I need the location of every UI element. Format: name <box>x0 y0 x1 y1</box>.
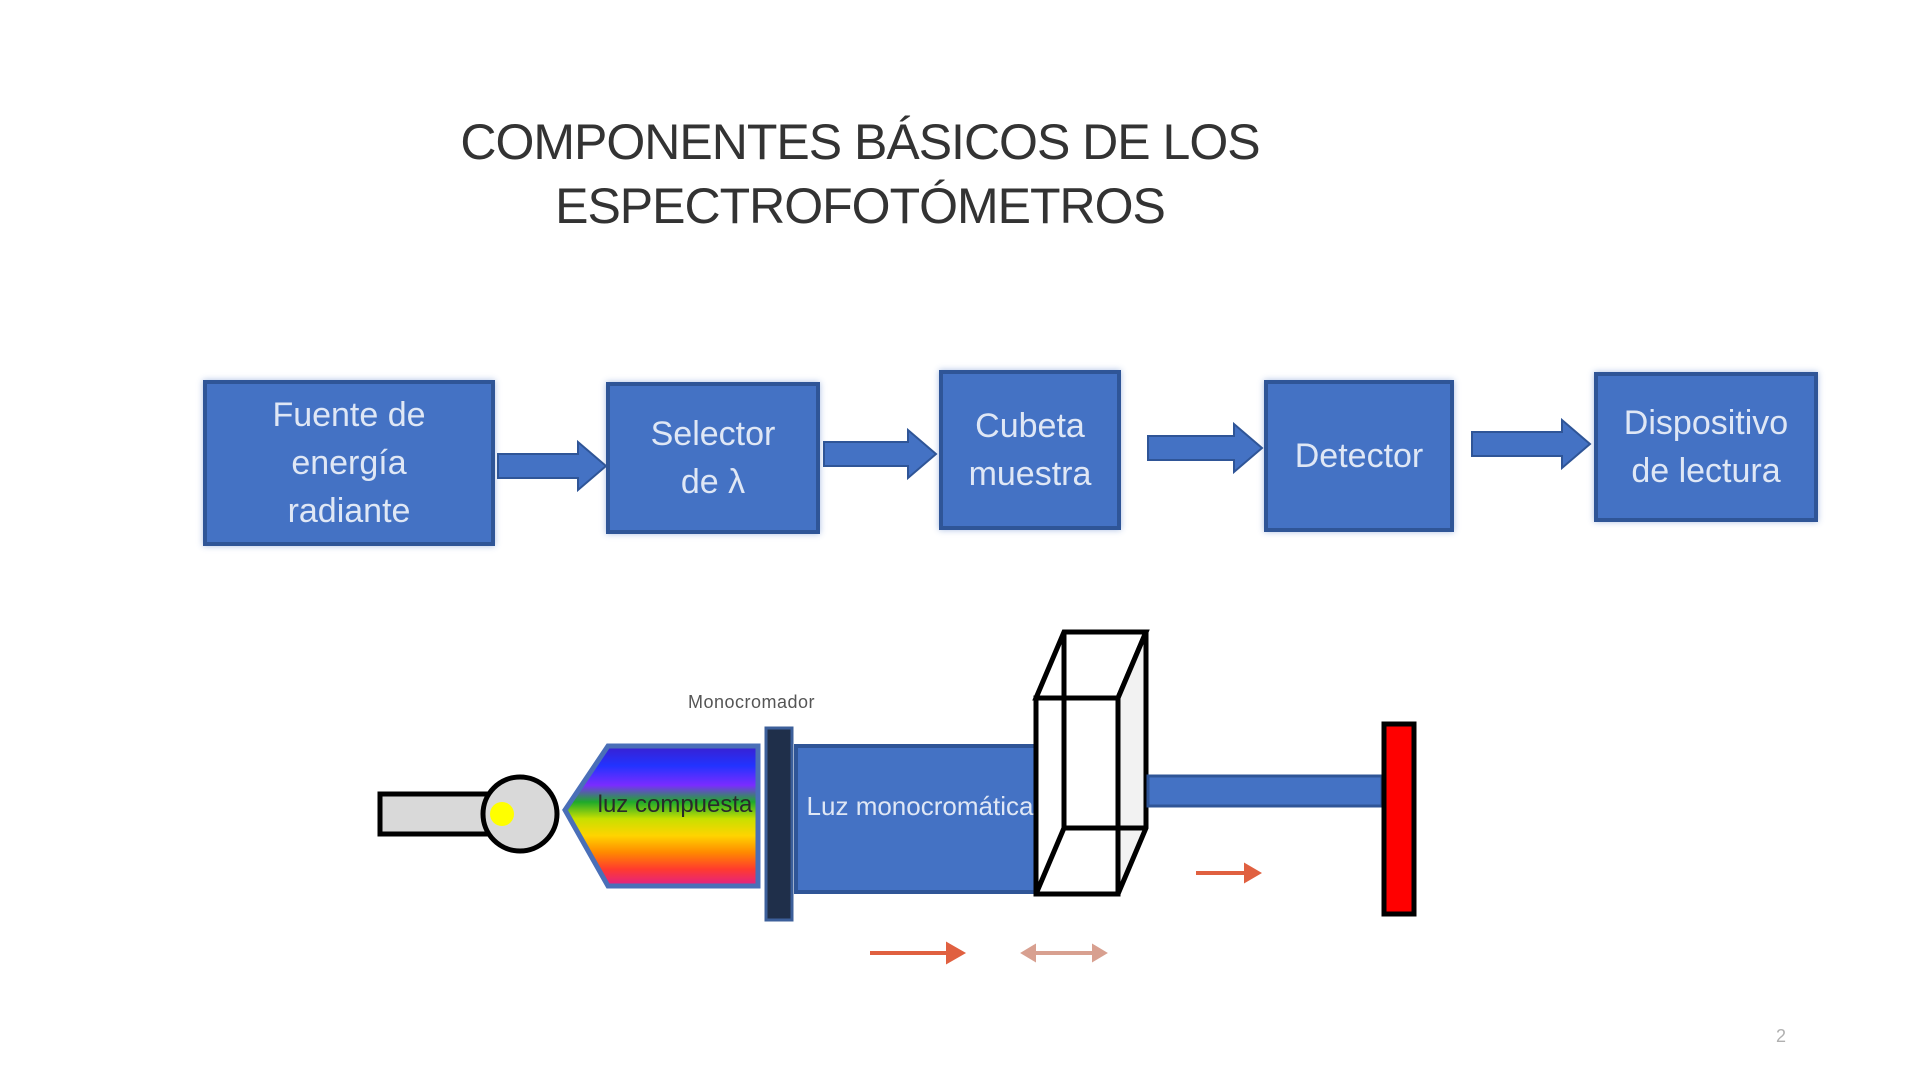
box-selector-lambda-label: Selector de λ <box>650 415 776 501</box>
flow-arrow-1 <box>497 439 608 493</box>
flow-arrow-3 <box>1147 421 1264 475</box>
monochromatic-light-label: Luz monocromática <box>806 791 1034 821</box>
page-title: COMPONENTES BÁSICOS DE LOS ESPECTROFOTÓM… <box>430 110 1290 238</box>
small-arrow-transmitted <box>1196 862 1262 884</box>
box-cubeta-muestra: Cubeta muestra <box>939 370 1121 530</box>
polychromatic-beam <box>562 743 761 889</box>
monochromatic-beam <box>794 744 1038 894</box>
box-detector-label: Detector <box>1294 437 1424 475</box>
box-selector-lambda: Selector de λ <box>606 382 820 534</box>
monochromator-label: Monocromador <box>688 692 816 712</box>
small-arrow-cuvette <box>1020 943 1108 963</box>
small-arrow-mono <box>870 941 967 965</box>
cuvette <box>1032 629 1150 897</box>
page-number: 2 <box>1776 1026 1787 1046</box>
box-cubeta-muestra-label: Cubeta muestra <box>968 407 1092 493</box>
box-fuente-energia: Fuente de energía radiante <box>203 380 495 546</box>
lamp-base <box>377 791 495 837</box>
transmitted-beam <box>1146 774 1384 808</box>
spectrum-label: luz compuesta <box>597 791 753 818</box>
title-line-1: COMPONENTES BÁSICOS DE LOS <box>460 114 1260 170</box>
lamp-bulb <box>480 774 560 854</box>
box-dispositivo-lectura-label: Dispositivo de lectura <box>1623 404 1789 490</box>
box-dispositivo-lectura: Dispositivo de lectura <box>1594 372 1818 522</box>
flow-arrow-4 <box>1471 417 1592 471</box>
box-detector: Detector <box>1264 380 1454 532</box>
title-line-2: ESPECTROFOTÓMETROS <box>555 178 1166 234</box>
flow-arrow-2 <box>823 427 938 481</box>
detector-plate <box>1381 721 1417 917</box>
lamp-filament <box>490 802 514 826</box>
monochromator-slit <box>764 726 794 922</box>
box-fuente-energia-label: Fuente de energía radiante <box>272 396 426 530</box>
